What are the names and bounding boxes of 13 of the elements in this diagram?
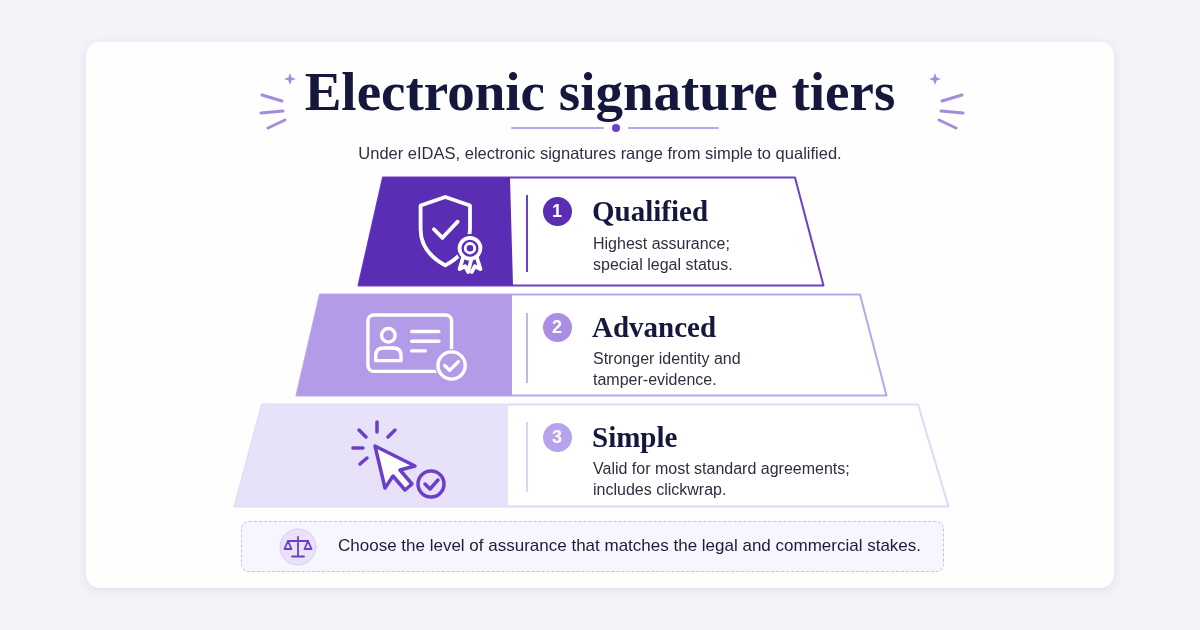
tier-description: Valid for most standard agreements; includes clickwrap.	[593, 459, 851, 500]
tier-heading: Advanced	[592, 310, 717, 345]
pyramid-tier	[295, 293, 888, 397]
note-bar	[241, 521, 944, 572]
tier-description: Stronger identity and tamper-evidence.	[593, 349, 742, 390]
tier-heading: Simple	[592, 420, 678, 455]
tier-description: Highest assurance; special legal status.	[593, 234, 734, 275]
note-text: Choose the level of assurance that matches the legal and commercial stakes.	[338, 535, 922, 557]
title: Electronic signature tiers	[304, 61, 896, 123]
pyramid-tier	[357, 176, 825, 287]
tier-heading: Qualified	[592, 194, 708, 229]
pyramid-tier	[233, 403, 950, 508]
subtitle: Under eIDAS, electronic signatures range from simple to qualified.	[358, 143, 842, 164]
